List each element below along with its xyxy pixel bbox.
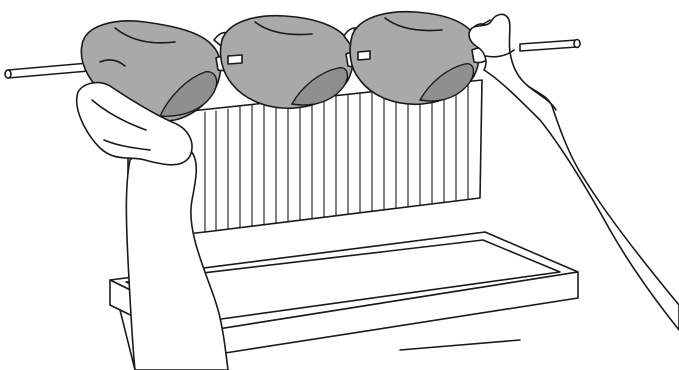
rotisserie-illustration (0, 0, 679, 370)
